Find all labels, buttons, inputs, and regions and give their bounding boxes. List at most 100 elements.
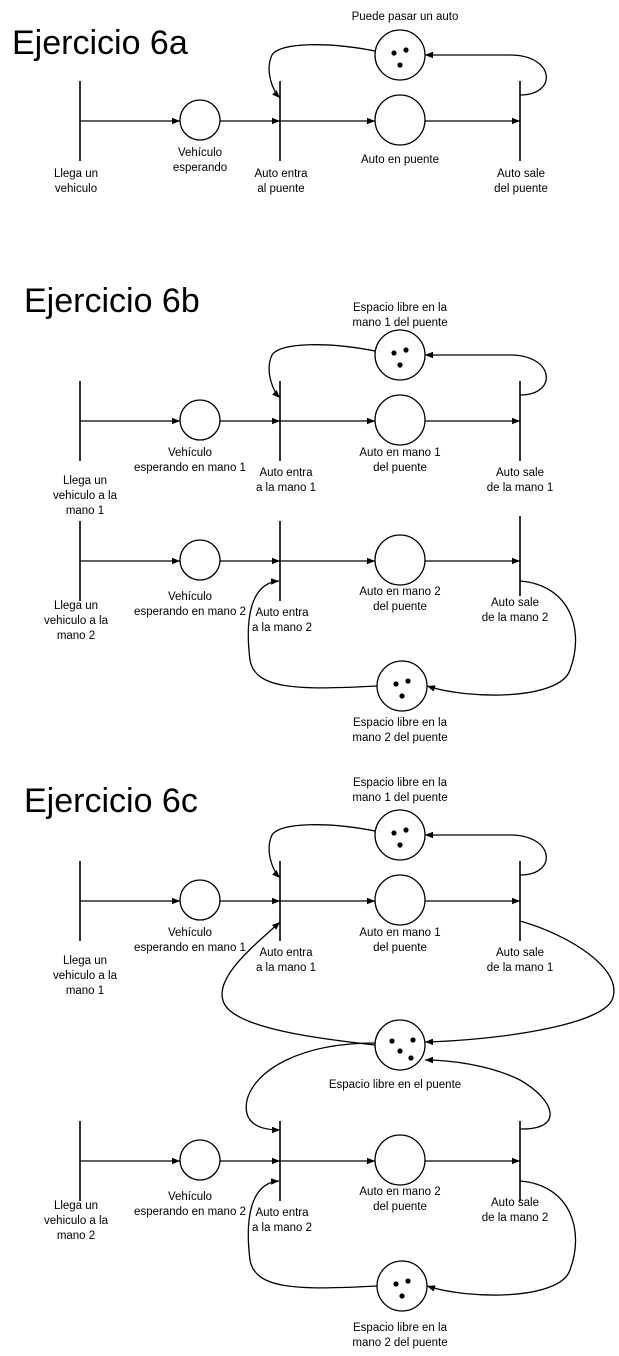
label-line: mano 1 del puente bbox=[352, 792, 447, 804]
token bbox=[408, 1055, 414, 1061]
label-line: Espacio libre en la bbox=[353, 717, 448, 729]
place-en-mano-1 bbox=[374, 874, 426, 926]
label-line: Vehículo bbox=[168, 927, 212, 939]
label-auto-en-puente: Auto en puente bbox=[361, 154, 439, 166]
place-puede-pasar-capacity bbox=[374, 29, 426, 81]
label-line: mano 2 del puente bbox=[352, 1337, 447, 1349]
label-line: Auto en mano 1 bbox=[359, 927, 440, 939]
label-line: al puente bbox=[257, 183, 304, 195]
arc-shared-to-entra-1 bbox=[221, 921, 376, 1046]
label-line: Auto en mano 2 bbox=[359, 586, 440, 598]
arc-sale-to-capacity-2 bbox=[426, 1180, 577, 1296]
token bbox=[391, 50, 397, 56]
arc-sale-2-to-shared bbox=[424, 1056, 551, 1130]
label-line: Puede pasar un auto bbox=[352, 11, 459, 23]
token bbox=[405, 1278, 411, 1284]
label-line: Auto en puente bbox=[361, 154, 439, 166]
place-en-mano-1 bbox=[374, 394, 426, 446]
token bbox=[393, 681, 399, 687]
label-line: Espacio libre en el puente bbox=[329, 1079, 461, 1091]
arc-capacity-to-entra-2 bbox=[247, 1178, 378, 1289]
label-line: a la mano 1 bbox=[256, 482, 316, 494]
label-line: mano 1 del puente bbox=[352, 317, 447, 329]
label-line: vehiculo a la bbox=[44, 615, 109, 627]
arc-sale-to-capacity-1 bbox=[425, 831, 547, 876]
label-line: a la mano 1 bbox=[256, 962, 316, 974]
arc-sale-to-capacity-2 bbox=[426, 580, 577, 696]
label-line: Auto sale bbox=[491, 1197, 539, 1209]
label-auto-entra: Auto entra al puente bbox=[254, 168, 308, 195]
label-line: Llega un bbox=[54, 168, 98, 180]
arc-capacity-to-entra-1 bbox=[268, 824, 376, 879]
label-capacity-mano-2: Espacio libre en la mano 2 del puente bbox=[352, 717, 447, 744]
label-line: Auto entra bbox=[254, 168, 308, 180]
token bbox=[399, 693, 405, 699]
label-entra-mano-1: Auto entra a la mano 1 bbox=[256, 467, 316, 494]
arc-capacity-to-entra-2 bbox=[247, 578, 378, 689]
title-6a: Ejercicio 6a bbox=[12, 24, 188, 62]
title-6b: Ejercicio 6b bbox=[24, 282, 200, 320]
place-esperando-mano-1 bbox=[179, 879, 221, 921]
token bbox=[403, 47, 409, 53]
label-line: Auto sale bbox=[497, 168, 545, 180]
label-en-mano-2: Auto en mano 2 del puente bbox=[359, 586, 440, 613]
label-line: Llega un bbox=[54, 600, 98, 612]
token bbox=[397, 1048, 403, 1054]
label-line: vehiculo a la bbox=[44, 1215, 109, 1227]
token bbox=[399, 1293, 405, 1299]
label-line: Auto entra bbox=[255, 1207, 309, 1219]
label-sale-mano-1: Auto sale de la mano 1 bbox=[487, 467, 554, 494]
label-entra-mano-2: Auto entra a la mano 2 bbox=[252, 1207, 312, 1234]
label-line: Auto entra bbox=[255, 607, 309, 619]
label-sale-mano-1: Auto sale de la mano 1 bbox=[487, 947, 554, 974]
label-line: mano 2 del puente bbox=[352, 732, 447, 744]
token bbox=[391, 350, 397, 356]
label-line: a la mano 2 bbox=[252, 1222, 312, 1234]
label-line: Auto en mano 2 bbox=[359, 1186, 440, 1198]
label-line: a la mano 2 bbox=[252, 622, 312, 634]
label-line: de la mano 1 bbox=[487, 962, 554, 974]
token bbox=[393, 1281, 399, 1287]
label-line: del puente bbox=[373, 462, 427, 474]
label-line: Auto entra bbox=[259, 467, 313, 479]
label-line: de la mano 2 bbox=[482, 1212, 549, 1224]
place-capacity-mano-2 bbox=[376, 1260, 428, 1312]
label-line: Espacio libre en la bbox=[353, 1322, 448, 1334]
label-line: Auto sale bbox=[496, 467, 544, 479]
label-capacity: Puede pasar un auto bbox=[352, 11, 459, 23]
token bbox=[397, 842, 403, 848]
label-line: del puente bbox=[373, 942, 427, 954]
arc-shared-to-entra-2 bbox=[245, 1042, 376, 1134]
label-line: del puente bbox=[373, 601, 427, 613]
label-line: Llega un bbox=[63, 475, 107, 487]
label-line: Vehículo bbox=[168, 1191, 212, 1203]
label-line: Vehículo bbox=[168, 591, 212, 603]
label-line: Auto sale bbox=[491, 597, 539, 609]
label-en-mano-1: Auto en mano 1 del puente bbox=[359, 927, 440, 954]
token bbox=[391, 830, 397, 836]
label-line: Auto sale bbox=[496, 947, 544, 959]
label-line: de la mano 1 bbox=[487, 482, 554, 494]
label-line: esperando en mano 2 bbox=[134, 606, 246, 618]
label-line: mano 1 bbox=[66, 505, 104, 517]
label-line: Vehículo bbox=[178, 147, 222, 159]
token bbox=[389, 1038, 395, 1044]
token bbox=[410, 1037, 416, 1043]
place-en-mano-2 bbox=[374, 534, 426, 586]
label-line: vehiculo a la bbox=[53, 970, 118, 982]
label-line: Llega un bbox=[63, 955, 107, 967]
